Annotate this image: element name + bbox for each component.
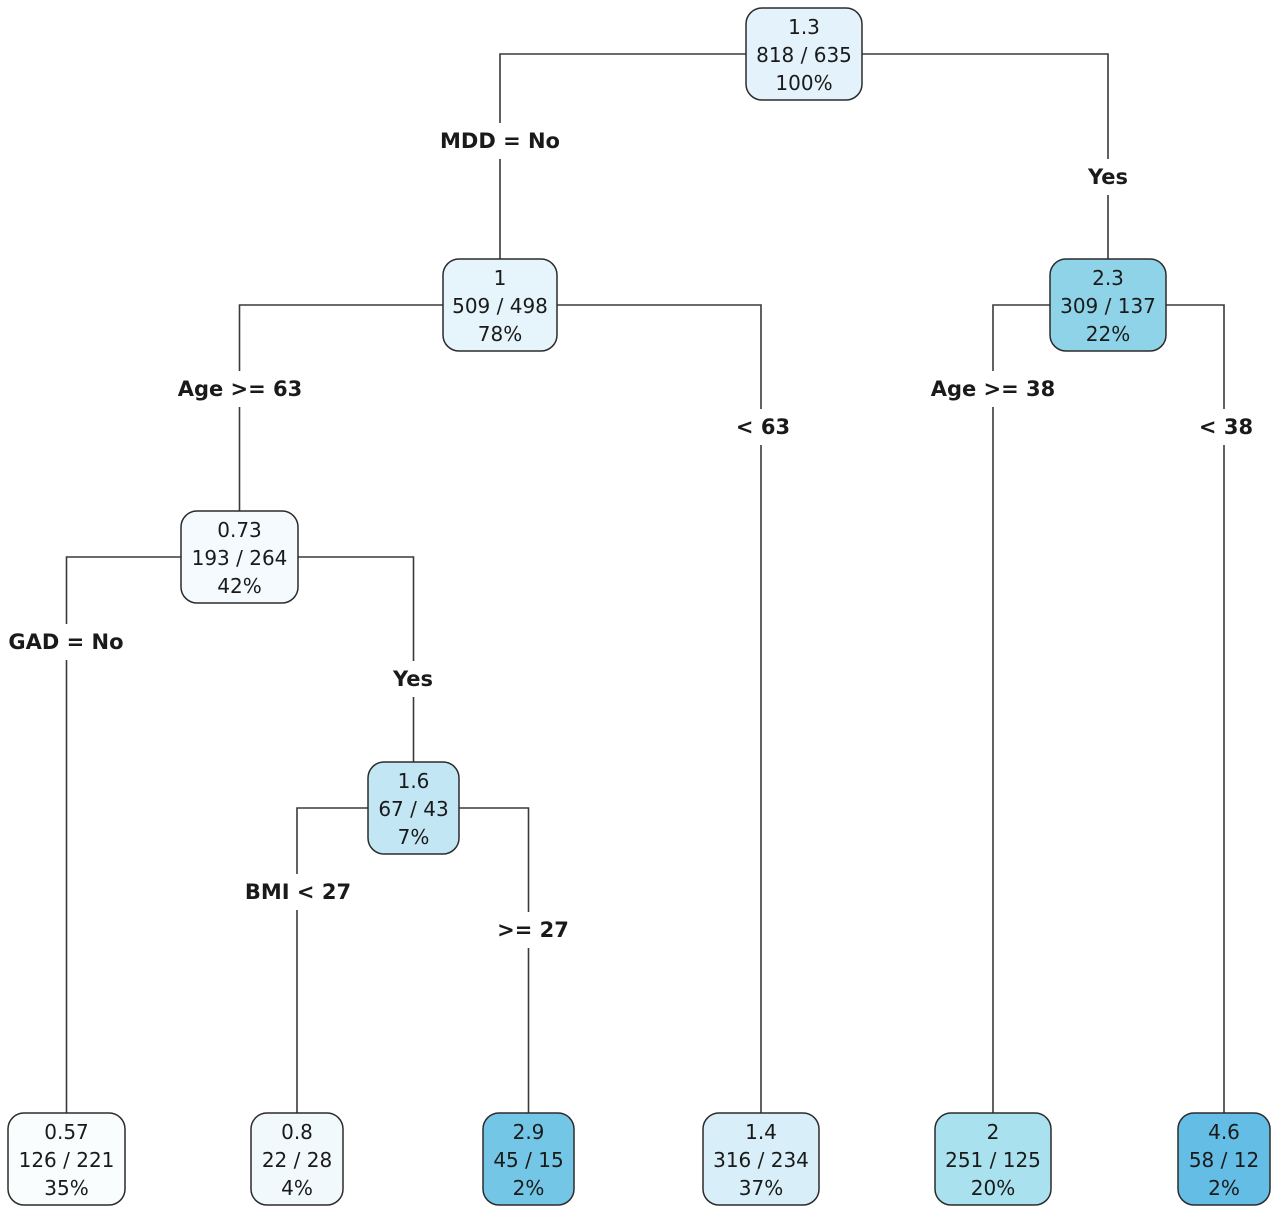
split-label-s-n4-left: GAD = No	[8, 630, 123, 654]
split-label-s-root-right: Yes	[1087, 165, 1128, 189]
node-counts: 193 / 264	[192, 546, 288, 570]
tree-node-leaf6: 4.6 58 / 12 2%	[1177, 1112, 1271, 1206]
split-label-s-n5-left: BMI < 27	[245, 880, 351, 904]
edge-n5-left	[296, 807, 368, 1113]
node-percent: 78%	[478, 322, 522, 346]
node-box	[250, 1112, 344, 1206]
node-value: 1.6	[398, 769, 430, 793]
node-box	[1049, 258, 1167, 352]
edge-n3-left	[992, 304, 1050, 1113]
node-percent: 37%	[739, 1176, 783, 1200]
node-percent: 42%	[217, 574, 261, 598]
node-value: 4.6	[1208, 1120, 1240, 1144]
tree-node-leaf5: 2 251 / 125 20%	[934, 1112, 1052, 1206]
tree-node-leaf1: 0.57 126 / 221 35%	[7, 1112, 126, 1206]
node-percent: 100%	[775, 71, 832, 95]
node-percent: 4%	[281, 1176, 313, 1200]
tree-node-leaf4: 1.4 316 / 234 37%	[702, 1112, 820, 1206]
tree-node-n2: 1 509 / 498 78%	[442, 258, 558, 352]
node-counts: 126 / 221	[19, 1148, 115, 1172]
node-counts: 58 / 12	[1189, 1148, 1259, 1172]
node-counts: 251 / 125	[945, 1148, 1041, 1172]
split-label-s-n5-right: >= 27	[497, 918, 569, 942]
node-box	[934, 1112, 1052, 1206]
node-value: 0.8	[281, 1120, 313, 1144]
split-label-s-n2-left: Age >= 63	[178, 377, 303, 401]
node-counts: 316 / 234	[713, 1148, 809, 1172]
edge-n4-right	[298, 556, 415, 762]
node-box	[7, 1112, 126, 1206]
node-value: 0.73	[217, 518, 262, 542]
node-box	[745, 7, 863, 101]
node-percent: 20%	[971, 1176, 1015, 1200]
edge-n3-right	[1166, 304, 1225, 1113]
node-percent: 22%	[1086, 322, 1130, 346]
edge-n2-left	[238, 304, 443, 511]
node-box	[482, 1112, 575, 1206]
node-counts: 22 / 28	[262, 1148, 332, 1172]
tree-node-leaf3: 2.9 45 / 15 2%	[482, 1112, 575, 1206]
node-counts: 818 / 635	[756, 43, 852, 67]
node-value: 1.3	[788, 15, 820, 39]
node-counts: 309 / 137	[1060, 294, 1156, 318]
tree-node-n4: 0.73 193 / 264 42%	[180, 510, 299, 604]
split-label-s-n2-right: < 63	[736, 415, 790, 439]
tree-edges	[65, 53, 1225, 1113]
node-percent: 2%	[1208, 1176, 1240, 1200]
node-box	[442, 258, 558, 352]
tree-node-n3: 2.3 309 / 137 22%	[1049, 258, 1167, 352]
edge-n5-right	[459, 807, 530, 1113]
node-box	[702, 1112, 820, 1206]
node-counts: 67 / 43	[378, 797, 448, 821]
node-percent: 35%	[44, 1176, 88, 1200]
node-value: 2	[987, 1120, 1000, 1144]
split-label-s-root-left: MDD = No	[440, 129, 560, 153]
tree-node-leaf2: 0.8 22 / 28 4%	[250, 1112, 344, 1206]
node-counts: 509 / 498	[452, 294, 548, 318]
node-box	[367, 761, 460, 855]
edge-root-left	[499, 53, 746, 259]
node-percent: 7%	[398, 825, 430, 849]
split-label-s-n3-right: < 38	[1199, 415, 1253, 439]
node-percent: 2%	[513, 1176, 545, 1200]
split-label-s-n3-left: Age >= 38	[931, 377, 1056, 401]
edge-root-right	[862, 53, 1109, 259]
node-box	[1177, 1112, 1271, 1206]
tree-nodes: 1.3 818 / 635 100% 1 509 / 498 78% 2.3 309 / 13…	[7, 7, 1271, 1206]
node-value: 2.9	[513, 1120, 545, 1144]
node-value: 2.3	[1092, 266, 1124, 290]
edge-n4-left	[65, 556, 181, 1113]
node-value: 1.4	[745, 1120, 777, 1144]
tree-node-n5: 1.6 67 / 43 7%	[367, 761, 460, 855]
split-label-s-n4-right: Yes	[392, 667, 433, 691]
node-counts: 45 / 15	[493, 1148, 563, 1172]
edge-n2-right	[557, 304, 762, 1113]
node-box	[180, 510, 299, 604]
node-value: 1	[494, 266, 507, 290]
node-value: 0.57	[44, 1120, 89, 1144]
tree-node-root: 1.3 818 / 635 100%	[745, 7, 863, 101]
